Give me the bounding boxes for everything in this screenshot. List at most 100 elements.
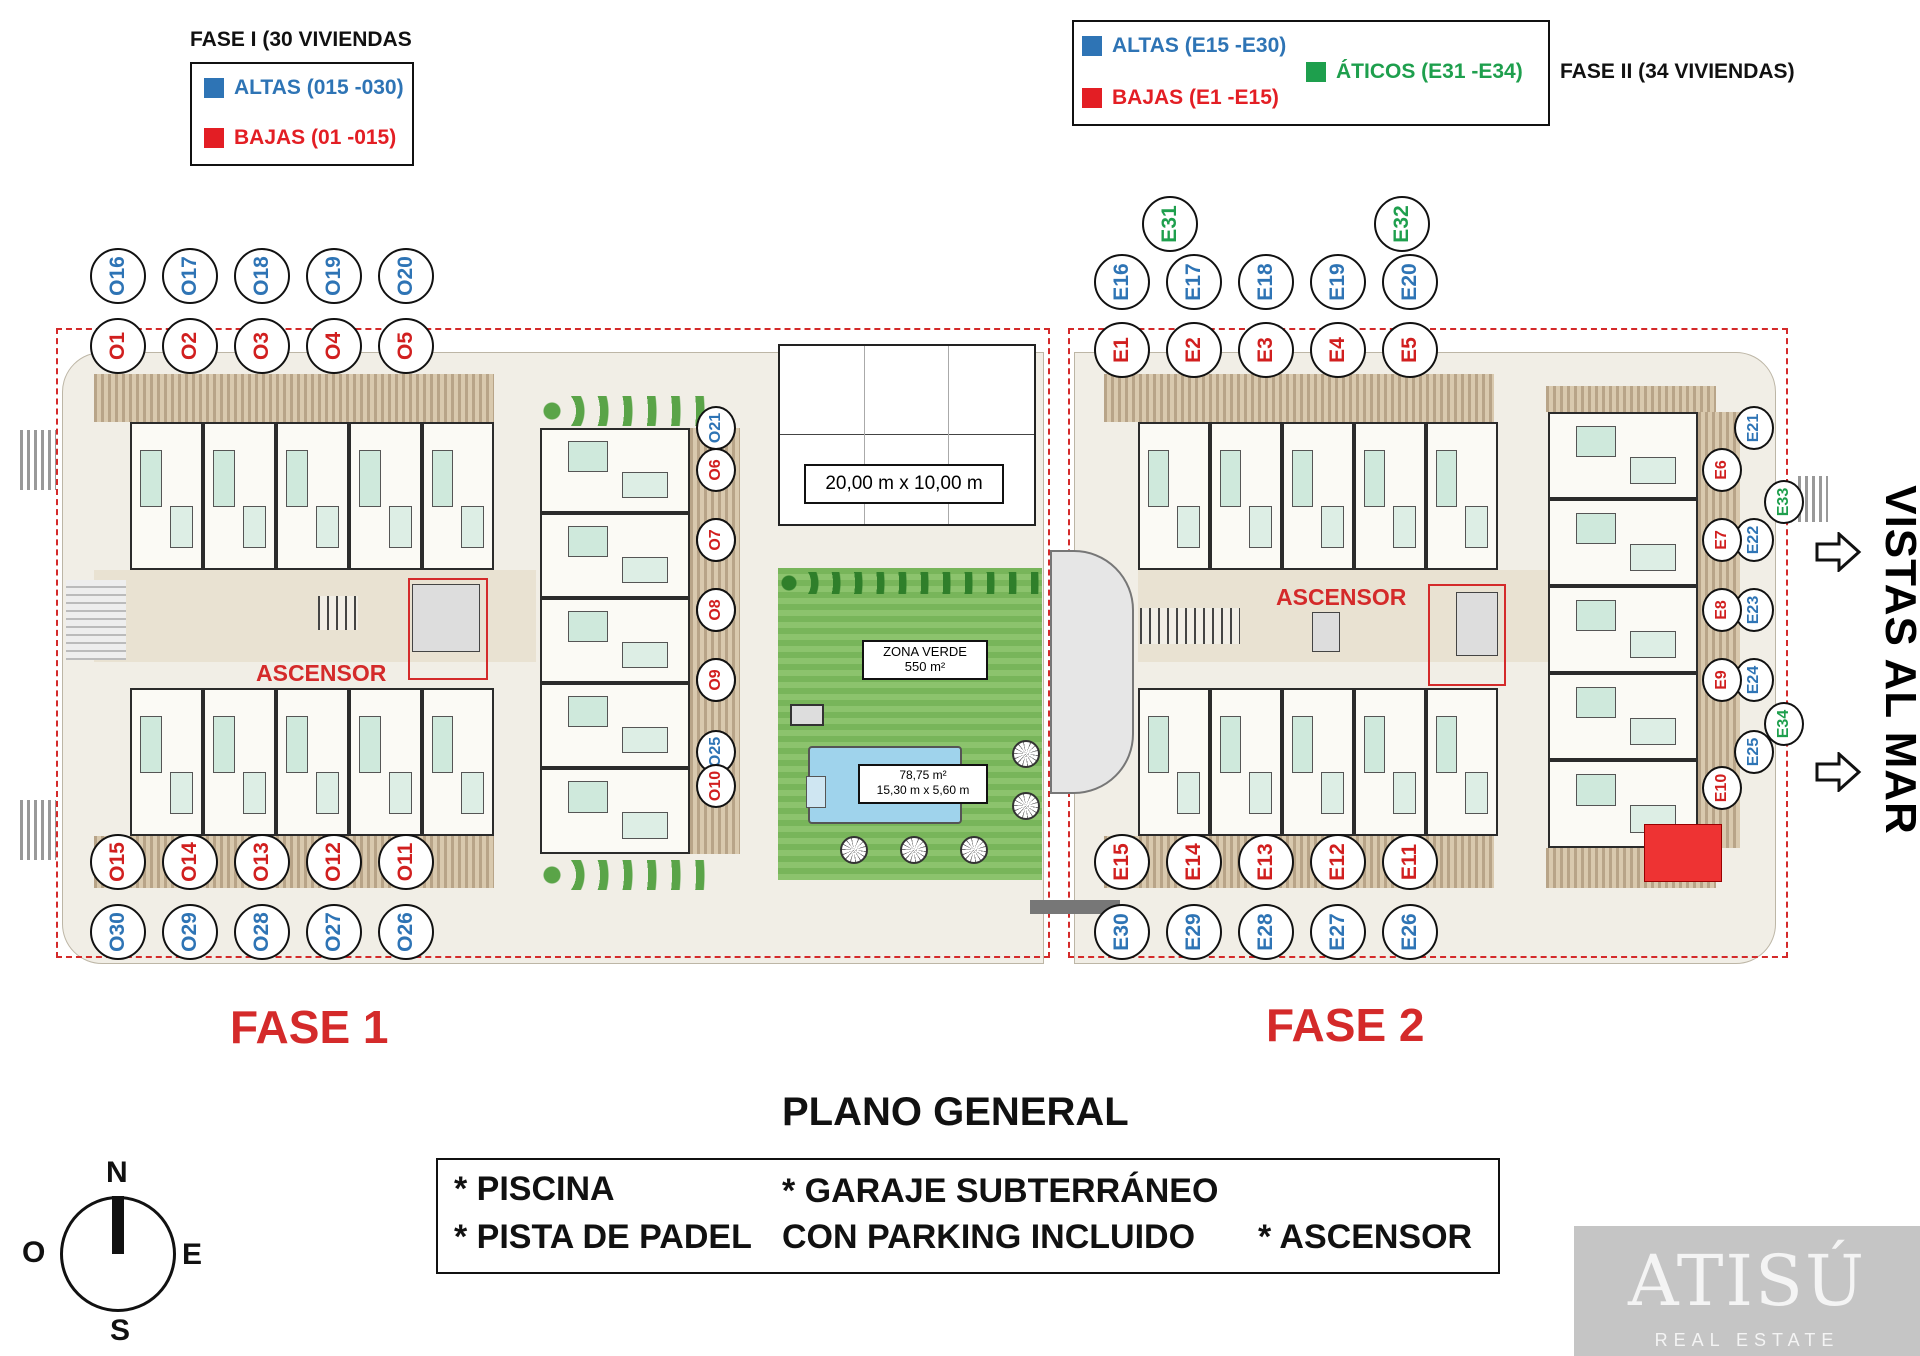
bike-parking — [318, 596, 358, 630]
padel-line — [948, 346, 949, 524]
dwelling — [540, 513, 690, 598]
dwelling — [1210, 688, 1282, 836]
ascensor-label-fase2: ASCENSOR — [1276, 584, 1407, 610]
elevator-core — [412, 584, 480, 652]
unit-label-e13: E13 — [1238, 834, 1294, 890]
legend-f2-altas-label: ALTAS (E15 -E30) — [1112, 34, 1287, 57]
unit-label-o27: O27 — [306, 904, 362, 960]
dwelling — [130, 688, 203, 836]
fase2-label: FASE 2 — [1266, 999, 1425, 1051]
unit-label-text: E7 — [1713, 530, 1730, 550]
unit-label-text: E30 — [1110, 913, 1133, 951]
unit-label-text: E26 — [1398, 913, 1421, 951]
dwelling — [276, 422, 349, 570]
bike-parking — [1140, 608, 1240, 644]
unit-label-text: E3 — [1254, 337, 1277, 363]
parasol-icon — [840, 836, 868, 864]
dwelling — [1354, 422, 1426, 570]
vistas-al-mar-text: VISTAS AL MAR — [1876, 485, 1920, 835]
bajas-swatch — [1082, 88, 1102, 109]
unit-label-e19: E19 — [1310, 254, 1366, 310]
features-box: * PISCINA * PISTA DE PADEL * GARAJE SUBT… — [436, 1158, 1500, 1274]
compass: N S E O — [20, 1156, 210, 1347]
unit-label-text: E24 — [1745, 665, 1762, 695]
unit-label-e3: E3 — [1238, 322, 1294, 378]
unit-label-text: O21 — [707, 412, 724, 444]
logo-name: ATISÚ — [1627, 1240, 1866, 1322]
dwelling — [422, 688, 494, 836]
pool-steps — [806, 776, 826, 808]
dwelling — [1548, 412, 1698, 499]
unit-label-o3: O3 — [234, 318, 290, 374]
unit-label-text: O9 — [707, 669, 724, 691]
unit-label-o21: O21 — [696, 406, 736, 450]
parasol-icon — [1012, 740, 1040, 768]
elevator-core — [1456, 592, 1498, 656]
altas-swatch — [1082, 36, 1102, 57]
unit-label-o1: O1 — [90, 318, 146, 374]
unit-label-text: E17 — [1182, 263, 1205, 301]
plan-title: PLANO GENERAL — [782, 1090, 1129, 1134]
unit-label-text: O7 — [707, 529, 724, 551]
dwelling — [276, 688, 349, 836]
dwelling — [203, 688, 276, 836]
parasol-icon — [900, 836, 928, 864]
unit-label-o7: O7 — [696, 518, 736, 562]
unit-label-e28: E28 — [1238, 904, 1294, 960]
legend-f2-bajas-label: BAJAS (E1 -E15) — [1112, 86, 1279, 109]
unit-label-text: E23 — [1745, 595, 1762, 625]
unit-label-text: E15 — [1110, 843, 1133, 881]
driveway-ramp — [1050, 550, 1134, 794]
unit-label-text: E18 — [1254, 263, 1277, 301]
legend-f2-altas: ALTAS (E15 -E30) — [1082, 34, 1286, 58]
unit-label-text: E6 — [1713, 460, 1730, 480]
entrance-steps — [20, 430, 56, 490]
unit-label-o11: O11 — [378, 834, 434, 890]
unit-label-e17: E17 — [1166, 254, 1222, 310]
dwelling — [1282, 688, 1354, 836]
unit-label-e31: E31 — [1142, 196, 1198, 252]
zona-verde-title: ZONA VERDE — [883, 644, 967, 659]
zona-verde-area: 550 m² — [904, 659, 946, 674]
unit-label-text: E4 — [1326, 337, 1349, 363]
unit-label-text: O28 — [250, 912, 273, 952]
unit-label-text: E13 — [1254, 843, 1277, 881]
padel-net — [780, 434, 1034, 435]
compass-south: S — [110, 1314, 131, 1347]
unit-label-text: O5 — [394, 331, 417, 361]
dwelling — [1210, 422, 1282, 570]
dwelling — [422, 422, 494, 570]
dwelling — [203, 422, 276, 570]
unit-label-text: O17 — [178, 256, 201, 296]
feature-ascensor: * ASCENSOR — [1258, 1218, 1473, 1256]
compass-east: E — [182, 1238, 203, 1271]
unit-label-text: O27 — [322, 912, 345, 952]
vistas-al-mar-label: VISTAS AL MAR — [1840, 485, 1920, 835]
feature-garaje: * GARAJE SUBTERRÁNEO — [782, 1172, 1219, 1210]
unit-label-e23: E23 — [1734, 588, 1774, 632]
unit-label-text: E27 — [1326, 913, 1349, 951]
unit-label-o10: O10 — [696, 764, 736, 808]
fase2-top-block — [1138, 422, 1498, 570]
feature-parking: CON PARKING INCLUIDO — [782, 1218, 1196, 1256]
unit-label-text: O1 — [106, 331, 129, 361]
unit-label-o19: O19 — [306, 248, 362, 304]
unit-label-text: O12 — [322, 842, 345, 882]
logo-subtitle: REAL ESTATE — [1654, 1330, 1840, 1350]
dwelling — [1426, 422, 1498, 570]
zona-verde-label: ZONA VERDE 550 m² — [862, 640, 988, 680]
unit-label-e2: E2 — [1166, 322, 1222, 378]
fase2-side-decking — [1546, 386, 1716, 412]
unit-label-e32: E32 — [1374, 196, 1430, 252]
unit-label-text: O4 — [322, 331, 345, 361]
unit-label-text: E21 — [1745, 413, 1762, 443]
palm-row — [540, 396, 708, 426]
unit-label-text: O13 — [250, 842, 273, 882]
legend-f2-aticos-label: ÁTICOS (E31 -E34) — [1336, 60, 1523, 83]
legend-altas: ALTAS (015 -030) — [204, 76, 404, 100]
unit-label-text: O20 — [394, 256, 417, 296]
dwelling — [1548, 673, 1698, 760]
unit-label-text: O8 — [707, 599, 724, 621]
fase2-legend-title: FASE II (34 VIVIENDAS) — [1560, 60, 1795, 83]
pool-area: 78,75 m² — [899, 768, 947, 782]
